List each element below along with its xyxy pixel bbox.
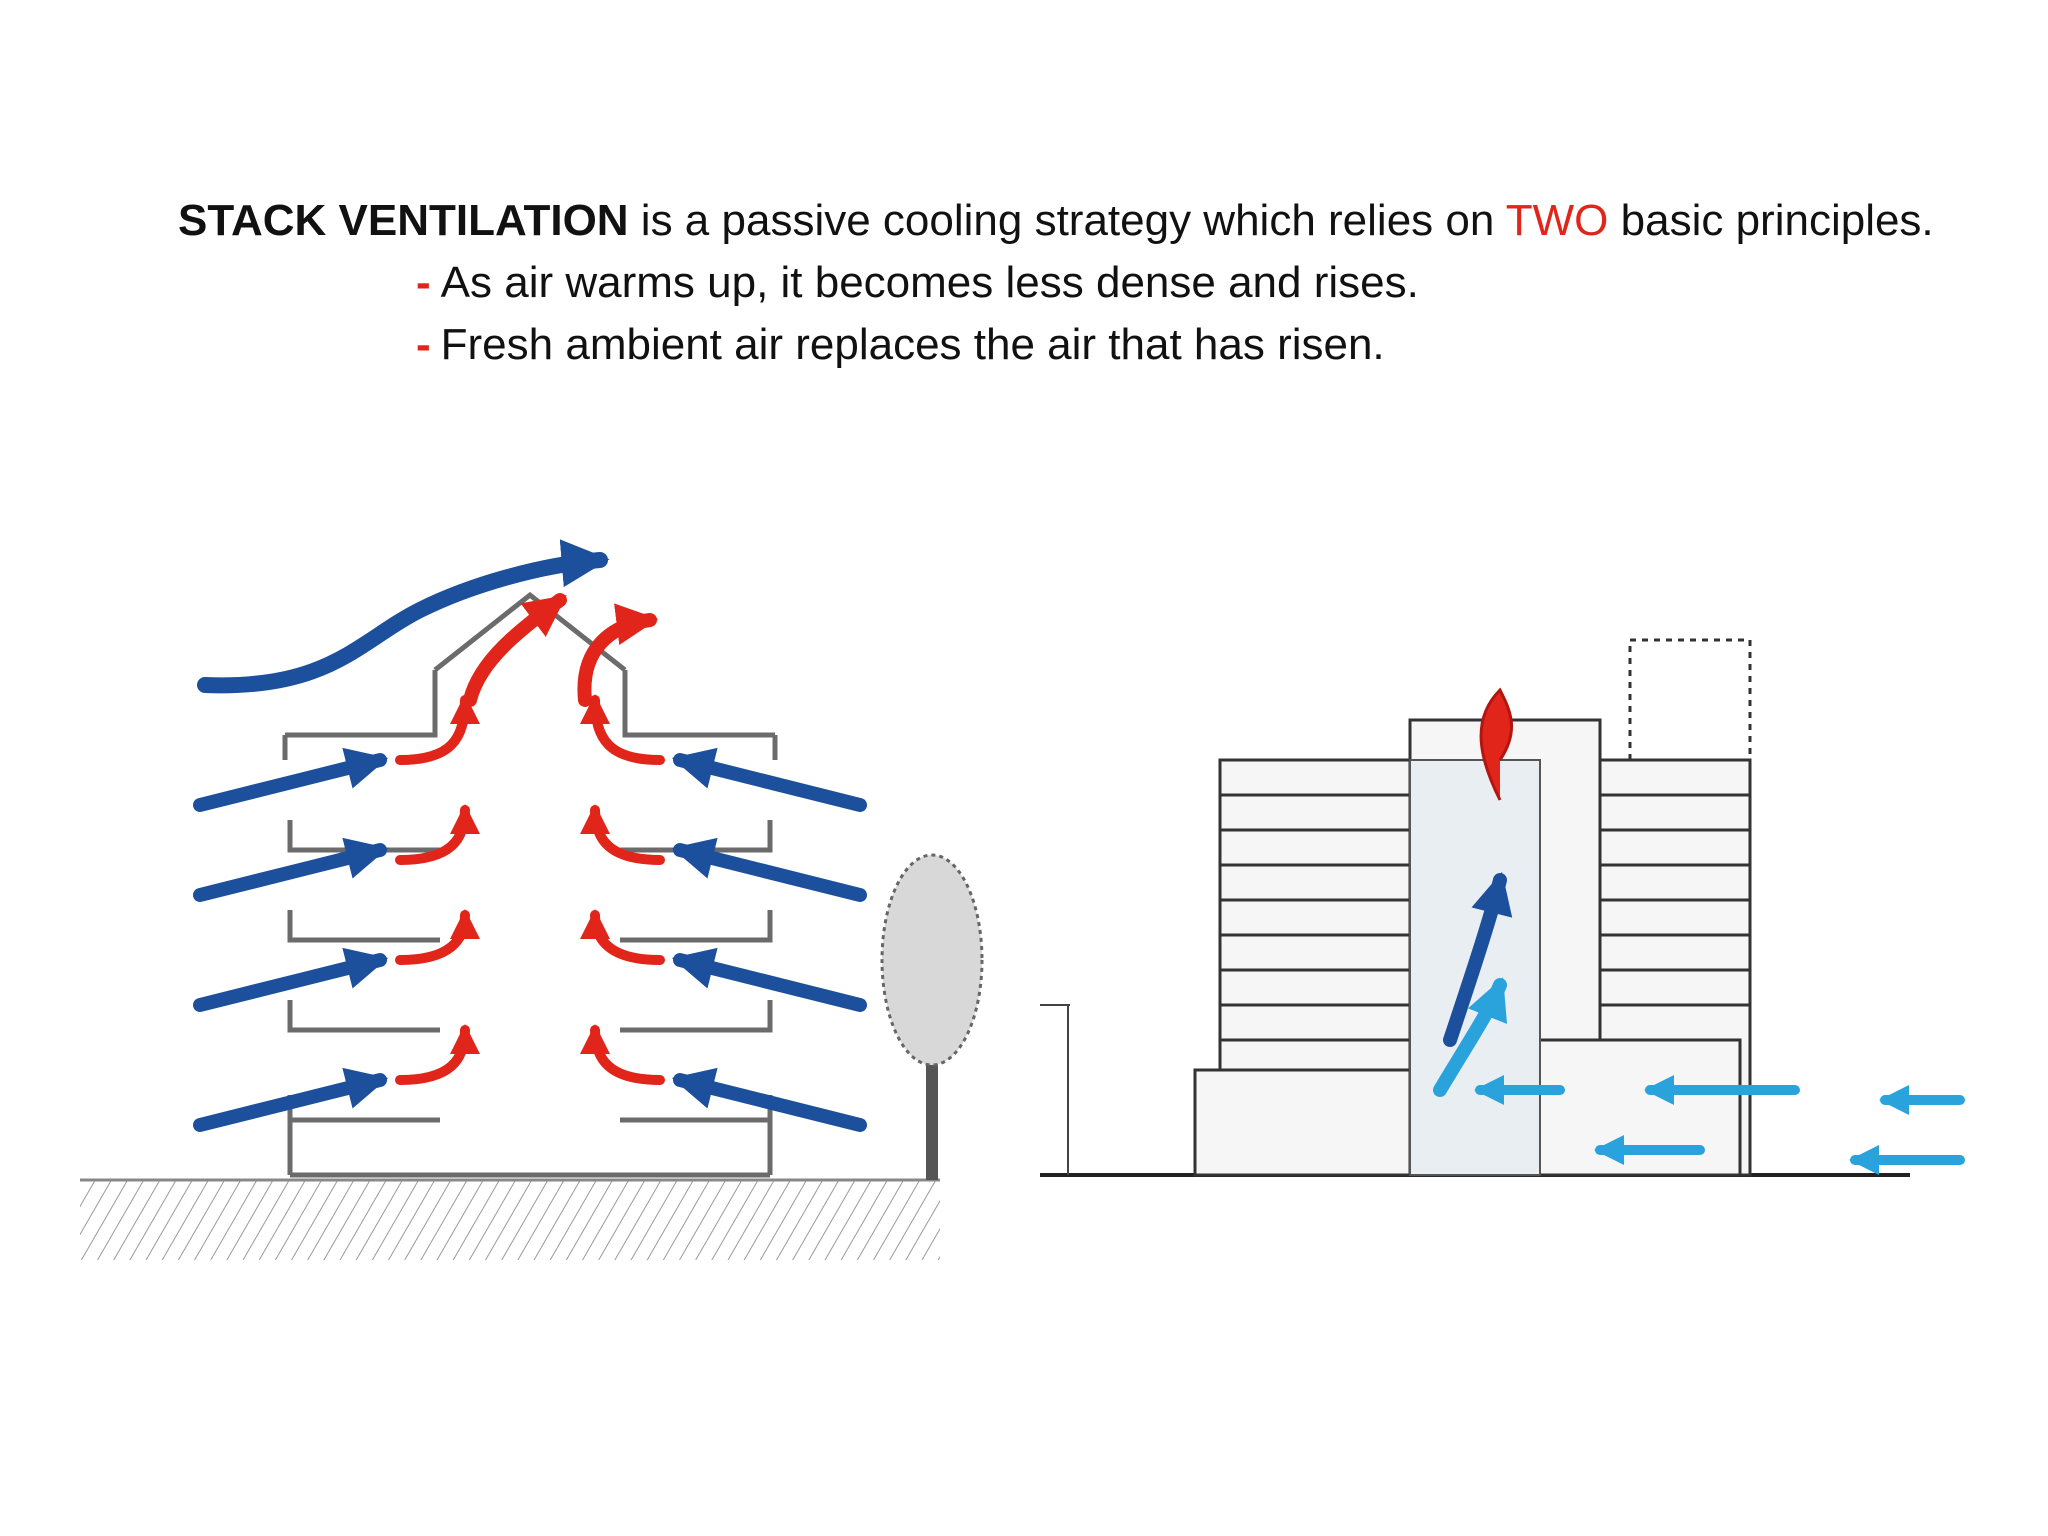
rising-air-arrow-light bbox=[1433, 977, 1508, 1097]
rising-air-arrow bbox=[1443, 871, 1513, 1047]
bullet-dash: - bbox=[416, 258, 431, 307]
principle-2-text: Fresh ambient air replaces the air that … bbox=[440, 320, 1385, 369]
warm-air-rising-right bbox=[580, 694, 665, 1085]
bullet-dash: - bbox=[416, 320, 431, 369]
building-elevation-diagram bbox=[1040, 638, 1965, 1177]
intro-text: STACK VENTILATION is a passive cooling s… bbox=[178, 190, 1934, 376]
tree-icon bbox=[880, 853, 984, 1180]
cool-air-inflow-left bbox=[193, 747, 389, 1132]
warm-air-plume bbox=[1479, 687, 1514, 801]
fresh-air-inflow bbox=[1474, 1075, 1965, 1175]
cool-air-inflow-right bbox=[671, 747, 867, 1132]
count-word: TWO bbox=[1505, 196, 1609, 245]
intro-text-before: is a passive cooling strategy which reli… bbox=[628, 196, 1506, 245]
stack-section-diagram bbox=[80, 539, 984, 1260]
principle-1-text: As air warms up, it becomes less dense a… bbox=[440, 258, 1419, 307]
ground-hatch bbox=[80, 1180, 940, 1260]
principle-2: -Fresh ambient air replaces the air that… bbox=[178, 314, 1934, 376]
roof-wind-arrow bbox=[197, 539, 610, 694]
floor-lines bbox=[1220, 793, 1750, 1042]
intro-text-after: basic principles. bbox=[1608, 196, 1934, 245]
warm-air-exhaust bbox=[463, 593, 659, 707]
term-stack-ventilation: STACK VENTILATION bbox=[178, 196, 629, 245]
intro-line: STACK VENTILATION is a passive cooling s… bbox=[178, 190, 1934, 252]
warm-air-rising-left bbox=[395, 694, 480, 1085]
principle-1: -As air warms up, it becomes less dense … bbox=[178, 252, 1934, 314]
